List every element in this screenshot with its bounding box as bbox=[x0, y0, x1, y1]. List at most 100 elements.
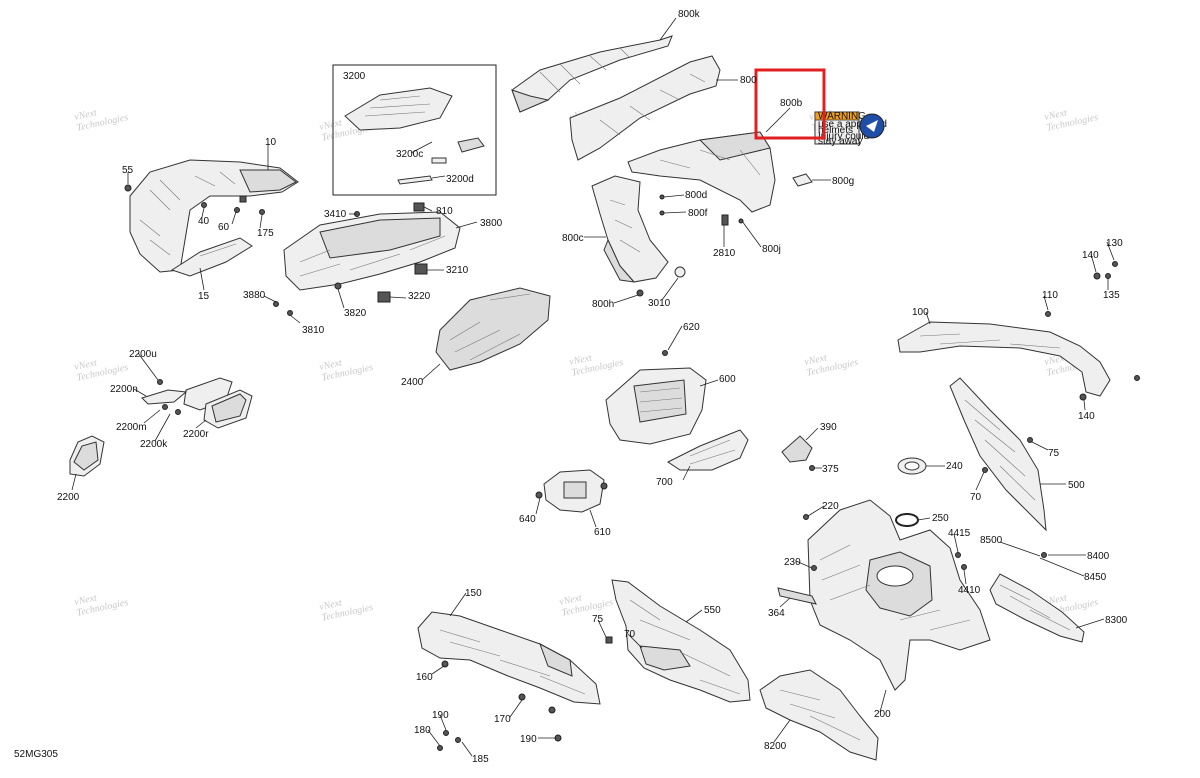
label-190-lower: 190 bbox=[520, 734, 537, 745]
part-3800-tub[interactable] bbox=[283, 211, 461, 291]
label-800f: 800f bbox=[688, 208, 708, 219]
part-200-front-body[interactable] bbox=[807, 499, 991, 691]
part-800c-panel[interactable] bbox=[591, 175, 669, 283]
part-10-fairing[interactable] bbox=[129, 159, 299, 273]
label-60: 60 bbox=[218, 222, 230, 233]
label-800b: 800b bbox=[780, 98, 803, 109]
label-640: 640 bbox=[519, 514, 536, 525]
label-3010: 3010 bbox=[648, 298, 671, 309]
label-375: 375 bbox=[822, 464, 839, 475]
label-800d: 800d bbox=[685, 190, 707, 201]
watermark-line1: vNext bbox=[73, 592, 98, 608]
label-70-right: 70 bbox=[970, 492, 982, 503]
decal-warning-text: WARNING bbox=[818, 111, 866, 122]
label-250: 250 bbox=[932, 513, 949, 524]
label-200: 200 bbox=[874, 709, 891, 720]
label-8400: 8400 bbox=[1087, 551, 1110, 562]
watermark-line1: vNext bbox=[558, 592, 583, 608]
part-550-right-panel[interactable] bbox=[611, 579, 751, 703]
label-3220: 3220 bbox=[408, 291, 431, 302]
part-2200m-stem[interactable] bbox=[141, 379, 188, 415]
part-250-oring[interactable] bbox=[895, 513, 919, 527]
label-220: 220 bbox=[822, 501, 839, 512]
part-240-ring[interactable] bbox=[897, 457, 927, 475]
label-500: 500 bbox=[1068, 480, 1085, 491]
part-2200r-mirror[interactable] bbox=[183, 377, 253, 429]
warning-decal[interactable]: WARNING use a approved helmets Injury co… bbox=[814, 111, 887, 147]
hardware-620-screw bbox=[662, 350, 668, 356]
label-4410: 4410 bbox=[958, 585, 981, 596]
part-800k-panel[interactable] bbox=[511, 35, 673, 113]
part-15-bracket[interactable] bbox=[170, 237, 253, 277]
decal-text-2: helmets bbox=[818, 125, 853, 136]
label-150: 150 bbox=[465, 588, 482, 599]
label-130: 130 bbox=[1106, 238, 1123, 249]
label-140-upper: 140 bbox=[1082, 250, 1099, 261]
part-3200c-latch[interactable] bbox=[431, 137, 485, 164]
part-3200d-strip[interactable] bbox=[397, 175, 433, 185]
label-3200d: 3200d bbox=[446, 174, 474, 185]
watermark-line1: vNext bbox=[73, 107, 98, 123]
decal-text-3: Injury could bbox=[818, 131, 869, 142]
part-2400-gauge-housing[interactable] bbox=[435, 287, 551, 371]
callout-labels: 800k 800 800b 800g 800d 800f 800c 2810 8… bbox=[57, 9, 1128, 765]
leader-lines bbox=[71, 17, 1115, 757]
label-75-lower: 75 bbox=[592, 614, 604, 625]
part-610-bracket[interactable] bbox=[535, 469, 608, 513]
label-550: 550 bbox=[704, 605, 721, 616]
label-70-lower: 70 bbox=[624, 629, 636, 640]
part-100-rear-fender[interactable] bbox=[897, 321, 1111, 397]
label-800c: 800c bbox=[562, 233, 584, 244]
watermark-line1: vNext bbox=[318, 117, 343, 133]
label-2200: 2200 bbox=[57, 492, 80, 503]
part-8300-side-trim[interactable] bbox=[989, 573, 1085, 643]
label-390: 390 bbox=[820, 422, 837, 433]
inset-box-3200 bbox=[332, 64, 497, 196]
label-3210: 3210 bbox=[446, 265, 469, 276]
label-620: 620 bbox=[683, 322, 700, 333]
label-2200k: 2200k bbox=[140, 439, 168, 450]
label-4415: 4415 bbox=[948, 528, 971, 539]
diagram-id: 52MG305 bbox=[14, 749, 58, 760]
hardware-10-group bbox=[124, 184, 265, 215]
part-800g-decal[interactable] bbox=[792, 173, 813, 187]
label-140-lower: 140 bbox=[1078, 411, 1095, 422]
hardware-3800-group bbox=[273, 202, 428, 316]
part-3200-seat-cover[interactable] bbox=[344, 87, 453, 131]
label-230: 230 bbox=[784, 557, 801, 568]
part-800b-panel[interactable] bbox=[627, 131, 776, 213]
label-2200m: 2200m bbox=[116, 422, 147, 433]
label-135: 135 bbox=[1103, 290, 1120, 301]
label-364: 364 bbox=[768, 608, 785, 619]
label-800: 800 bbox=[740, 75, 757, 86]
label-170: 170 bbox=[494, 714, 511, 725]
label-180: 180 bbox=[414, 725, 431, 736]
label-800g: 800g bbox=[832, 176, 854, 187]
label-800j: 800j bbox=[762, 244, 781, 255]
label-160: 160 bbox=[416, 672, 433, 683]
part-364-strip[interactable] bbox=[777, 587, 817, 605]
part-2200-mirror-glass[interactable] bbox=[69, 435, 105, 477]
hardware-800-series bbox=[636, 194, 744, 297]
label-10: 10 bbox=[265, 137, 277, 148]
label-800k: 800k bbox=[678, 9, 701, 20]
hardware-200-group bbox=[803, 514, 1047, 571]
part-8200-lower-panel[interactable] bbox=[759, 669, 879, 761]
label-8450: 8450 bbox=[1084, 572, 1107, 583]
part-500-side-panel[interactable] bbox=[949, 377, 1047, 532]
label-700: 700 bbox=[656, 477, 673, 488]
part-600-console[interactable] bbox=[605, 367, 707, 445]
label-3200: 3200 bbox=[343, 71, 366, 82]
part-700-cover[interactable] bbox=[667, 429, 749, 471]
label-600: 600 bbox=[719, 374, 736, 385]
label-2200n: 2200n bbox=[110, 384, 138, 395]
part-390-clip[interactable] bbox=[781, 435, 815, 471]
highlight-box-800b bbox=[754, 68, 826, 140]
label-100: 100 bbox=[912, 307, 929, 318]
label-175: 175 bbox=[257, 228, 274, 239]
watermark-line1: vNext bbox=[1043, 107, 1068, 123]
part-150-left-panel[interactable] bbox=[417, 611, 601, 705]
part-800-panel[interactable] bbox=[569, 55, 721, 161]
decal-text-1: use a approved bbox=[818, 119, 887, 130]
